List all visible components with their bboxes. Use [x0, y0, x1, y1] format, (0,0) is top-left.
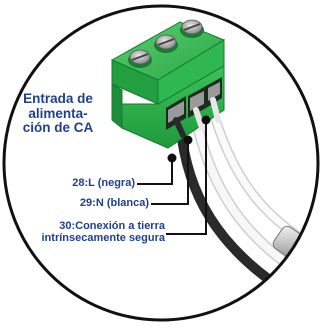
ac-power-input-label-line-3: ción de CA: [22, 120, 94, 136]
ground-wire-label-line-2: intrínsecamente segura: [41, 231, 166, 244]
line-wire-label: 28:L (negra): [72, 177, 135, 189]
ac-power-input-label-line-2: alimenta-: [28, 105, 88, 121]
terminal-screw-1: [128, 49, 152, 68]
leader-line-l: [137, 158, 173, 185]
ac-power-input-label-line-1: Entrada de: [23, 91, 93, 106]
leader-lines: [137, 115, 211, 235]
terminal-screw-3: [180, 19, 204, 38]
ground-wire-label-line-1: 30:Conexión a tierra: [59, 220, 165, 232]
circle-frame: [2, 4, 320, 322]
wires-group: [175, 103, 318, 305]
terminal-screw-2: [154, 34, 178, 53]
neutral-wire-label: 29:N (blanca): [79, 197, 149, 209]
leader-line-n: [151, 140, 189, 205]
terminal-hole-2: [188, 86, 206, 118]
ground-wire-label: 30:Conexión a tierra intrínsecamente seg…: [41, 220, 166, 245]
terminal-hole-1: [166, 96, 186, 130]
terminal-hole-3: [206, 77, 222, 108]
ac-power-input-label: Entrada de alimenta- ción de CA: [6, 91, 110, 136]
ground-wire: [207, 103, 318, 260]
terminal-block: [110, 19, 226, 149]
leader-line-ground: [166, 120, 207, 235]
